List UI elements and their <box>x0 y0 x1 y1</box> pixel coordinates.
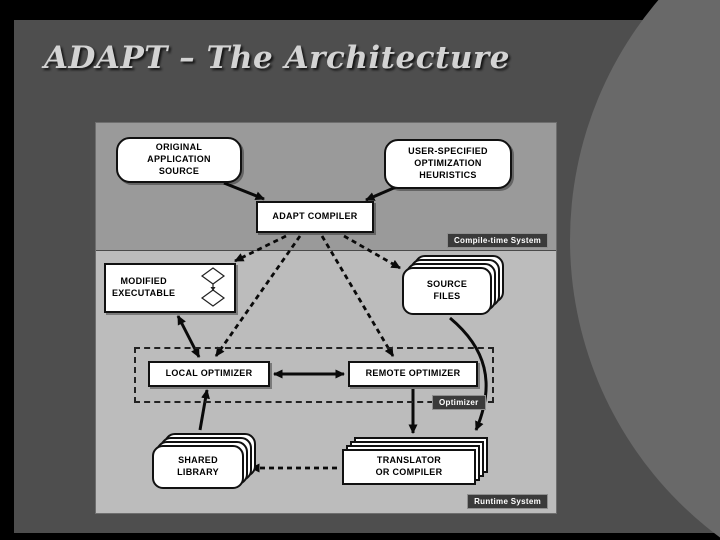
node-shared-library-stack: SHARED LIBRARY <box>152 433 258 493</box>
heuristics-label: USER-SPECIFIED OPTIMIZATION HEURISTICS <box>408 146 488 180</box>
compile-time-system-badge: Compile-time System <box>446 233 548 248</box>
source-files-label: SOURCE FILES <box>426 279 468 301</box>
node-user-specified-heuristics: USER-SPECIFIED OPTIMIZATION HEURISTICS <box>384 139 512 189</box>
node-remote-optimizer: REMOTE OPTIMIZER <box>348 361 478 387</box>
node-local-optimizer: LOCAL OPTIMIZER <box>148 361 270 387</box>
stack-card-front: SOURCE FILES <box>402 267 492 315</box>
mini-flowchart-icon <box>200 267 226 307</box>
node-source-files-stack: SOURCE FILES <box>402 255 506 317</box>
translator-label: TRANSLATOR OR COMPILER <box>375 455 443 477</box>
stack-card-front: SHARED LIBRARY <box>152 445 244 489</box>
optimizer-group-outline <box>134 347 494 403</box>
bottom-frame-bar <box>0 533 720 540</box>
background-circle-decoration <box>570 0 720 540</box>
adapt-compiler-label: ADAPT COMPILER <box>272 211 358 222</box>
architecture-diagram: ORIGINAL APPLICATION SOURCE USER-SPECIFI… <box>95 122 557 514</box>
optimizer-badge: Optimizer <box>432 395 486 410</box>
stack-card-front: TRANSLATOR OR COMPILER <box>342 449 476 485</box>
top-frame-bar <box>0 0 720 20</box>
node-adapt-compiler: ADAPT COMPILER <box>256 201 374 233</box>
original-source-label: ORIGINAL APPLICATION SOURCE <box>147 142 211 176</box>
node-modified-executable: MODIFIED EXECUTABLE <box>104 263 236 313</box>
local-optimizer-label: LOCAL OPTIMIZER <box>165 368 253 379</box>
left-frame-bar <box>0 0 14 540</box>
shared-library-label: SHARED LIBRARY <box>177 455 219 477</box>
arrow-compiler-to-remote <box>320 235 395 357</box>
remote-optimizer-label: REMOTE OPTIMIZER <box>365 368 461 379</box>
runtime-system-badge: Runtime System <box>467 494 548 509</box>
node-original-application-source: ORIGINAL APPLICATION SOURCE <box>116 137 242 183</box>
modified-executable-label: MODIFIED EXECUTABLE <box>112 276 176 298</box>
node-translator-stack: TRANSLATOR OR COMPILER <box>342 437 490 489</box>
slide-title: ADAPT – The Architecture <box>44 40 510 76</box>
